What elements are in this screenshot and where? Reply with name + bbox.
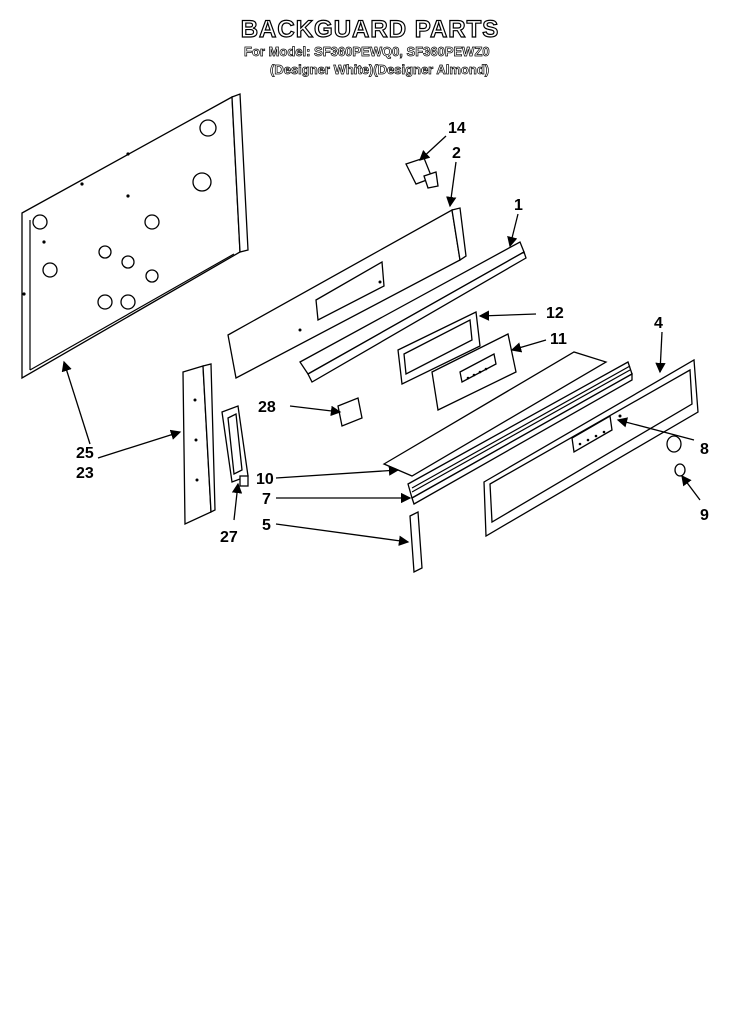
callout-28: 28 bbox=[258, 399, 276, 416]
callout-23: 23 bbox=[76, 465, 94, 482]
model-line: For Model: SF360PEWQ0, SF360PEWZ0 bbox=[244, 44, 490, 60]
back-panel-part bbox=[21, 93, 249, 380]
end-cap-part bbox=[221, 405, 249, 487]
callout-25: 25 bbox=[76, 445, 94, 462]
frame-part bbox=[397, 311, 481, 385]
callout-9: 9 bbox=[700, 507, 709, 524]
control-housing-part bbox=[431, 333, 517, 411]
page-title: BACKGUARD PARTS bbox=[240, 15, 500, 43]
callout-10: 10 bbox=[256, 471, 274, 488]
channel-part bbox=[299, 241, 527, 383]
callout-7: 7 bbox=[262, 491, 271, 508]
small-plate-part bbox=[337, 397, 363, 427]
knob-part bbox=[666, 435, 686, 477]
callout-4: 4 bbox=[654, 315, 663, 332]
side-bracket-part bbox=[182, 363, 216, 526]
clip-part bbox=[405, 157, 439, 189]
insulation-sheet-part bbox=[382, 351, 608, 477]
callout-11: 11 bbox=[550, 331, 567, 348]
callout-1: 1 bbox=[514, 197, 523, 214]
callout-12: 12 bbox=[546, 305, 564, 322]
callout-14: 14 bbox=[448, 120, 466, 137]
callout-2: 2 bbox=[452, 145, 461, 162]
callout-8: 8 bbox=[700, 441, 709, 458]
backguard-housing-part bbox=[227, 207, 467, 379]
control-panel-part bbox=[483, 358, 699, 538]
color-line: (Designer White)(Designer Almond) bbox=[270, 62, 490, 78]
end-trim-part bbox=[409, 510, 423, 574]
callout-5: 5 bbox=[262, 517, 271, 534]
callout-27: 27 bbox=[220, 529, 238, 546]
leader-lines bbox=[61, 135, 701, 546]
